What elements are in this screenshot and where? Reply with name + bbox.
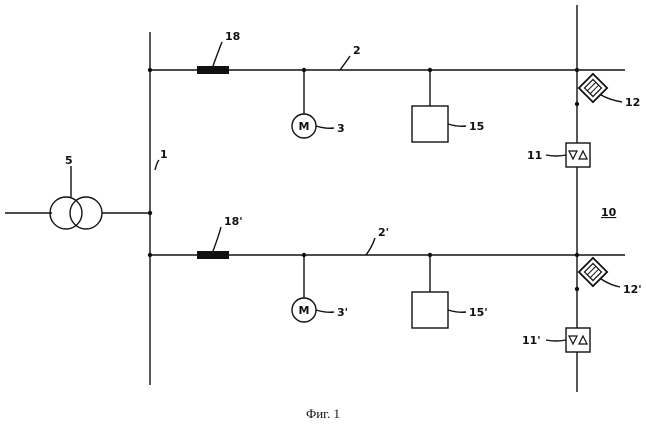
- label-5: 5: [65, 154, 73, 167]
- label-12p: 12': [623, 283, 642, 296]
- label-18p: 18': [224, 215, 243, 228]
- label-2: 2: [353, 44, 361, 57]
- label-18: 18: [225, 30, 240, 43]
- converter-11: [566, 143, 590, 167]
- element-18: [197, 66, 229, 74]
- figure-caption: Фиг. 1: [306, 406, 340, 421]
- label-1: 1: [160, 148, 168, 161]
- junction-dot: [148, 68, 152, 72]
- transformer-winding-left: [50, 197, 82, 229]
- junction-dot: [148, 253, 152, 257]
- junction-dot: [575, 287, 579, 291]
- label-15: 15: [469, 120, 484, 133]
- leader-11: [546, 155, 566, 156]
- label-2p: 2': [378, 226, 389, 239]
- element-18p: [197, 251, 229, 259]
- label-10: 10: [601, 206, 617, 219]
- label-3: 3: [337, 122, 345, 135]
- label-12: 12: [625, 96, 640, 109]
- leader-3: [316, 126, 334, 128]
- motor-3-letter: M: [299, 120, 310, 133]
- element-12p: [579, 258, 607, 286]
- leader-12: [601, 95, 622, 102]
- junction-dot: [148, 211, 152, 215]
- junction-dot: [575, 68, 579, 72]
- junction-dot: [575, 102, 579, 106]
- leader-15p: [448, 310, 466, 312]
- label-11: 11: [527, 149, 542, 162]
- converter-11p: [566, 328, 590, 352]
- leader-18: [213, 42, 222, 66]
- label-15p: 15': [469, 306, 488, 319]
- leader-18p: [213, 227, 221, 251]
- leader-11p: [546, 340, 566, 341]
- load-15p: [412, 292, 448, 328]
- load-15: [412, 106, 448, 142]
- label-3p: 3': [337, 306, 348, 319]
- leader-3p: [316, 310, 334, 312]
- leader-2: [340, 56, 350, 70]
- junction-dot: [575, 253, 579, 257]
- leader-1: [155, 160, 159, 170]
- leader-15: [448, 124, 466, 126]
- element-12: [579, 74, 607, 102]
- label-11p: 11': [522, 334, 541, 347]
- leader-2p: [366, 238, 375, 255]
- transformer-winding-right: [70, 197, 102, 229]
- motor-3p-letter: M: [299, 304, 310, 317]
- leader-12p: [601, 279, 620, 287]
